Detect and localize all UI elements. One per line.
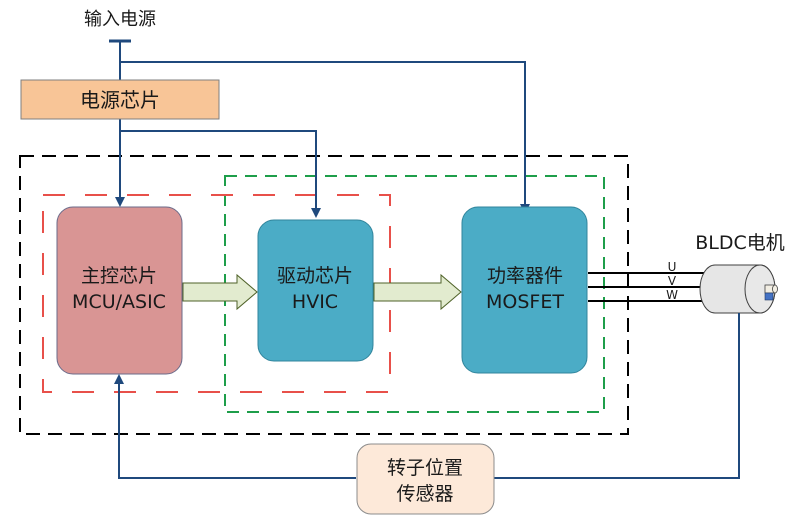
input-power-label: 输入电源 (84, 9, 156, 30)
phase-wires (588, 272, 706, 302)
mcu-label-line1: 主控芯片 (81, 265, 157, 287)
sensor-block (356, 443, 495, 515)
power-to-mosfet-connector (119, 42, 530, 214)
mosfet-label-line2: MOSFET (486, 291, 564, 313)
driver-to-mosfet-arrow (373, 273, 462, 311)
motor-shaft-key (764, 292, 774, 301)
phase-label-u: U (668, 260, 677, 274)
power-chip-box (20, 79, 220, 120)
mcu-label-line2: MCU/ASIC (72, 291, 166, 313)
driver-block (257, 219, 374, 362)
driver-label-line2: HVIC (292, 291, 338, 313)
sensor-label-line2: 传感器 (396, 483, 453, 505)
bldc-motor-icon (699, 264, 778, 314)
power-connectors (115, 42, 530, 218)
power-chip-to-driver-connector (120, 130, 321, 218)
motor-to-sensor-connector (494, 313, 740, 479)
mosfet-block (461, 206, 588, 374)
phase-label-w: W (666, 288, 678, 302)
mcu-to-driver-arrow (182, 273, 258, 311)
power-chip-label: 电源芯片 (80, 88, 160, 112)
sensor-to-mcu-connector (114, 374, 356, 479)
red-group-box (42, 194, 391, 393)
outer-group-box (19, 155, 629, 435)
sensor-label-line1: 转子位置 (387, 457, 463, 479)
motor-label: BLDC电机 (695, 232, 785, 254)
mosfet-label-line1: 功率器件 (487, 265, 563, 287)
driver-label-line1: 驱动芯片 (277, 265, 353, 287)
phase-label-v: V (668, 274, 677, 288)
